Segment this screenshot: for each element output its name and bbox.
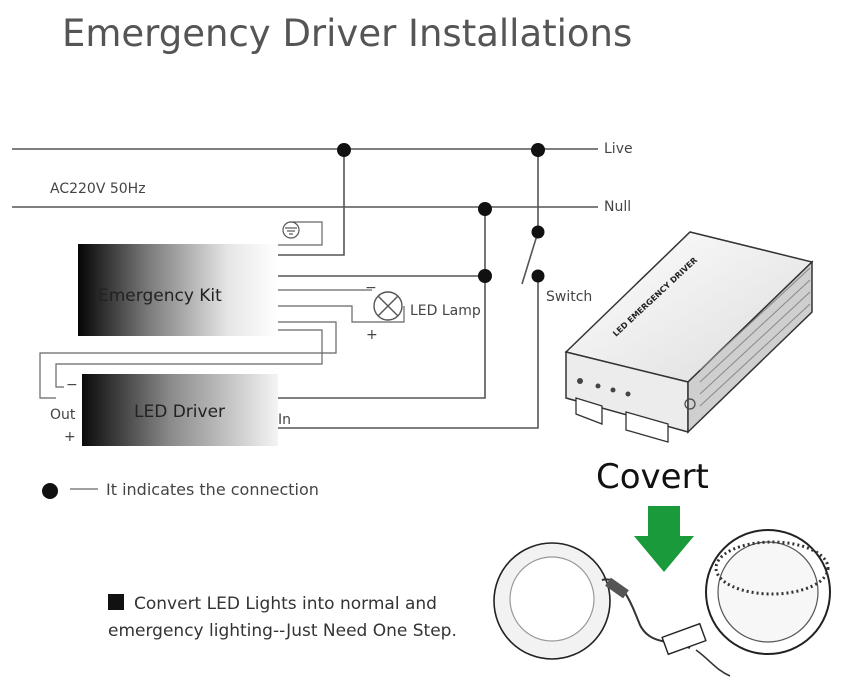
covert-label: Covert [596, 457, 709, 497]
connection-node [478, 202, 492, 216]
live-to-kit-wire [278, 149, 345, 256]
ground-wire [278, 221, 323, 246]
lamp-label: LED Lamp [410, 303, 481, 319]
lamp-plus-label: + [366, 327, 378, 343]
ground-icon [282, 221, 300, 239]
note-bullet-icon [108, 594, 124, 610]
emergency-driver-device-image: LED EMERGENCY DRIVER [564, 231, 814, 443]
supply-label: AC220V 50Hz [50, 181, 146, 197]
led-driver-box [82, 374, 278, 446]
legend-node-icon [42, 483, 58, 499]
connection-node [531, 225, 545, 239]
connection-node [478, 269, 492, 283]
switch-to-driver-in-wire [278, 276, 539, 429]
note-line-2: emergency lighting--Just Need One Step. [108, 621, 457, 641]
lamp-minus-label: − [365, 280, 377, 296]
kit-out-wire-b [55, 329, 323, 388]
connection-node [531, 269, 545, 283]
null-label: Null [604, 199, 631, 215]
driver-plus-label: + [64, 429, 76, 445]
switch-label: Switch [546, 289, 592, 305]
connection-node [337, 143, 351, 157]
note-line-1: Convert LED Lights into normal and [134, 594, 437, 614]
switch-blade [521, 231, 539, 285]
emergency-kit-box [78, 244, 278, 336]
kit-out-wire-a [39, 321, 337, 399]
driver-in-label: In [278, 412, 291, 428]
lamp-icon [373, 291, 403, 321]
live-label: Live [604, 141, 633, 157]
driver-out-label: Out [50, 407, 76, 423]
driver-minus-label: − [66, 377, 78, 393]
legend-text: It indicates the connection [106, 480, 319, 499]
down-arrow-icon [634, 506, 694, 572]
emergency-kit-label: Emergency Kit [98, 286, 222, 306]
page-title: Emergency Driver Installations [62, 12, 632, 55]
led-driver-label: LED Driver [134, 402, 225, 422]
led-downlight-image [493, 529, 831, 677]
connection-node [531, 143, 545, 157]
lamp-plus-wire [278, 305, 405, 323]
